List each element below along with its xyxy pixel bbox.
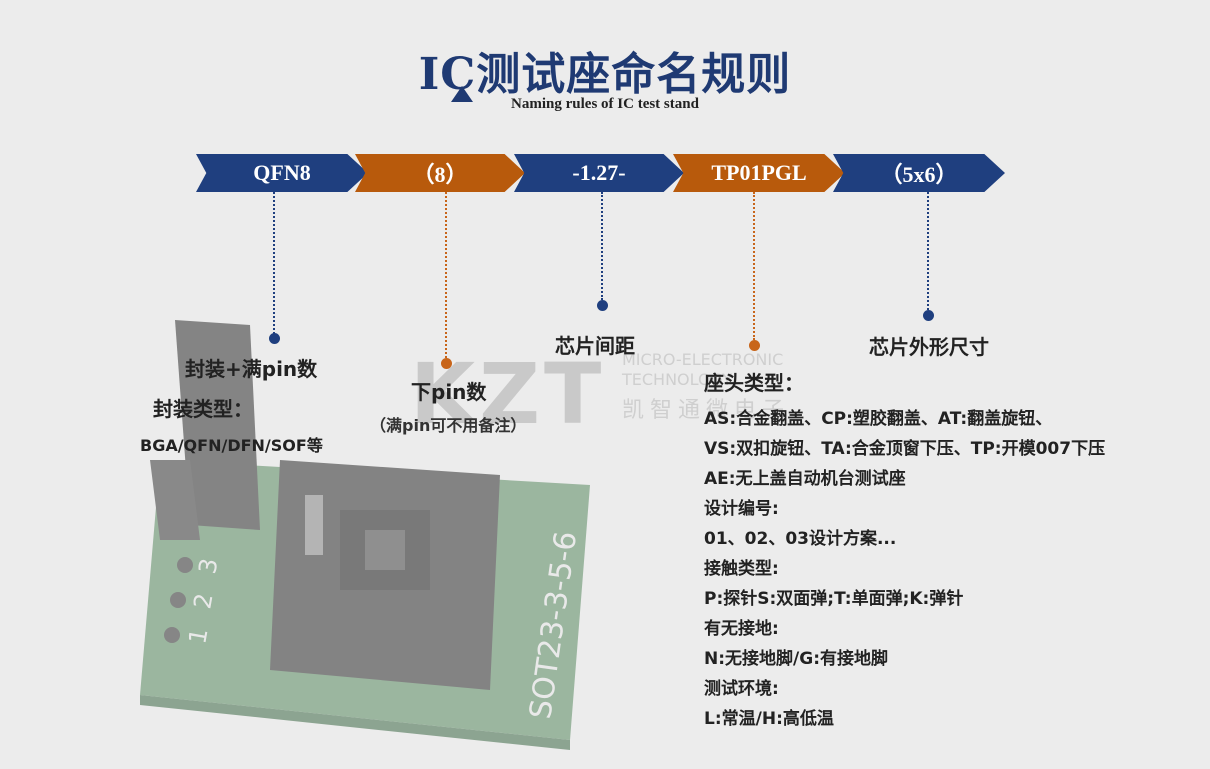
label-package-types: BGA/QFN/DFN/SOF等 xyxy=(140,436,323,455)
info-line-9: N:无接地脚/G:有接地脚 xyxy=(704,649,888,669)
label-pitch: 芯片间距 xyxy=(555,334,635,358)
info-line-3: AE:无上盖自动机台测试座 xyxy=(704,469,906,489)
pin-label-2: 2 xyxy=(188,591,218,611)
title-triangle-icon xyxy=(451,86,473,102)
connector-dot-package xyxy=(269,333,280,344)
connector-line-size xyxy=(927,192,929,310)
info-line-5: 01、02、03设计方案... xyxy=(704,529,897,549)
segment-size: （5x6） xyxy=(833,154,1005,192)
connector-line-pin xyxy=(445,192,447,358)
pin-label-1: 1 xyxy=(183,626,213,646)
segment-package: QFN8 xyxy=(196,154,368,192)
test-socket-image: SOT23-3-5-6 3 2 1 xyxy=(140,320,590,750)
info-design-heading: 设计编号: xyxy=(704,499,779,519)
connector-dot-pin xyxy=(441,358,452,369)
connector-line-socket xyxy=(753,192,755,340)
label-package-type-heading: 封装类型： xyxy=(153,397,253,421)
pin-label-3: 3 xyxy=(193,556,223,576)
label-package: 封装+满pin数 xyxy=(185,357,318,381)
segment-pin-count: （8） xyxy=(355,154,525,192)
connector-dot-socket xyxy=(749,340,760,351)
info-line-11: L:常温/H:高低温 xyxy=(704,709,834,729)
label-size: 芯片外形尺寸 xyxy=(869,335,989,359)
watermark-cn: 凯智通微电子 xyxy=(622,398,791,423)
info-ground-heading: 有无接地: xyxy=(704,619,779,639)
segment-socket-code: TP01PGL xyxy=(673,154,845,192)
segment-pitch: -1.27- xyxy=(514,154,684,192)
label-pin-count: 下pin数 xyxy=(411,380,487,404)
connector-dot-size xyxy=(923,310,934,321)
info-line-1: AS:合金翻盖、CP:塑胶翻盖、AT:翻盖旋钮、 xyxy=(704,409,1053,429)
connector-dot-pitch xyxy=(597,300,608,311)
watermark-en: MICRO-ELECTRONIC TECHNOLOGY xyxy=(622,350,784,389)
connector-line-package xyxy=(273,192,275,334)
info-contact-heading: 接触类型: xyxy=(704,559,779,579)
info-line-2: VS:双扣旋钮、TA:合金顶窗下压、TP:开模007下压 xyxy=(704,439,1106,459)
info-env-heading: 测试环境: xyxy=(704,679,779,699)
label-pin-note: （满pin可不用备注） xyxy=(370,416,527,435)
page-subtitle: Naming rules of IC test stand xyxy=(511,96,699,112)
page-title: IC测试座命名规则 xyxy=(418,49,792,100)
info-line-7: P:探针S:双面弹;T:单面弹;K:弹针 xyxy=(704,589,964,609)
connector-line-pitch xyxy=(601,192,603,300)
info-socket-heading: 座头类型： xyxy=(704,371,804,395)
